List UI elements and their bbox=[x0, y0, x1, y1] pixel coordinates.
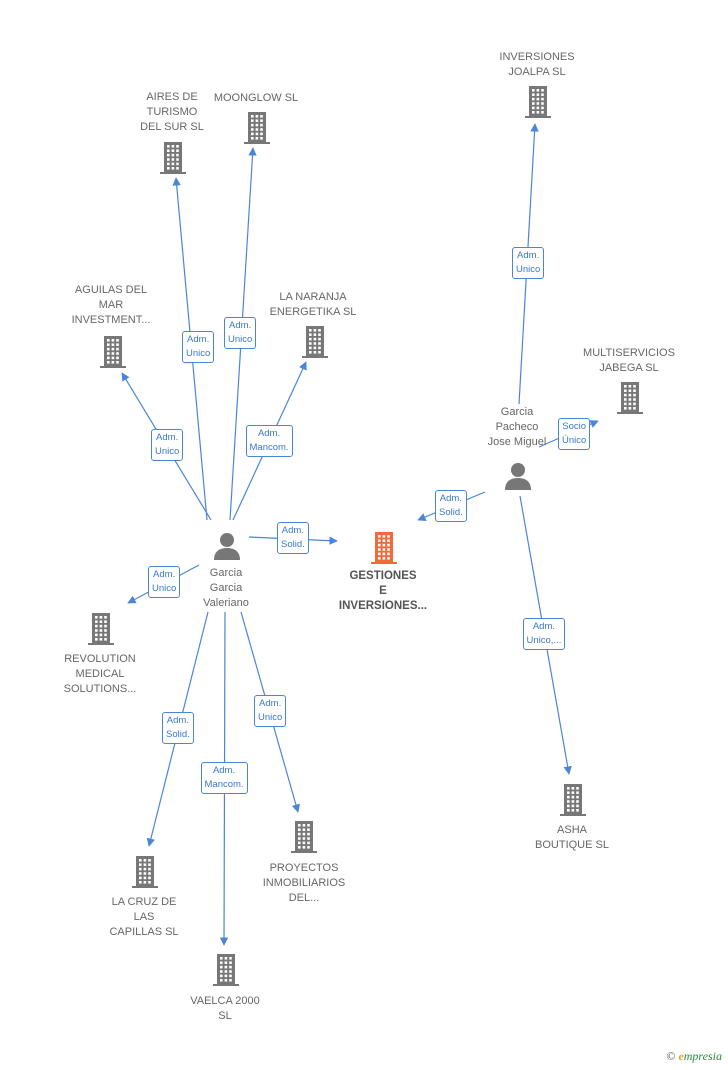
person-label-garcia_pacheco: Garcia Pacheco Jose Miguel bbox=[487, 406, 547, 448]
company-node-revolution[interactable] bbox=[85, 612, 117, 646]
relation-badge-garcia_garcia-naranja[interactable]: Adm. Mancom. bbox=[245, 425, 293, 457]
company-label-asha: ASHA BOUTIQUE SL bbox=[535, 824, 609, 851]
company-label-multiservicios: MULTISERVICIOS JABEGA SL bbox=[583, 347, 675, 374]
relation-badge-garcia_garcia-aires[interactable]: Adm. Unico bbox=[182, 331, 215, 363]
relation-badge-garcia_garcia-revolution[interactable]: Adm. Unico bbox=[148, 566, 181, 598]
company-label-proyectos: PROYECTOS INMOBILIARIOS DEL... bbox=[262, 862, 346, 904]
relation-badge-garcia_garcia-aguilas[interactable]: Adm. Unico bbox=[151, 429, 184, 461]
relation-badge-garcia_pacheco-gestiones[interactable]: Adm. Solid. bbox=[435, 490, 467, 522]
relation-badge-garcia_garcia-proyectos[interactable]: Adm. Unico bbox=[254, 695, 287, 727]
company-label-aguilas: AGUILAS DEL MAR INVESTMENT... bbox=[71, 284, 151, 326]
relation-badge-garcia_pacheco-multiservicios[interactable]: Socio Único bbox=[558, 418, 591, 450]
company-node-aguilas[interactable] bbox=[97, 335, 129, 369]
person-node-garcia_garcia[interactable] bbox=[212, 531, 242, 561]
company-node-proyectos[interactable] bbox=[288, 820, 320, 854]
relation-badge-garcia_pacheco-asha[interactable]: Adm. Unico,... bbox=[522, 618, 566, 650]
building-icon bbox=[557, 784, 589, 821]
building-icon bbox=[614, 382, 646, 419]
relation-badge-garcia_pacheco-inversiones_joalpa[interactable]: Adm. Unico bbox=[512, 247, 545, 279]
company-label-lacruz: LA CRUZ DE LAS CAPILLAS SL bbox=[109, 896, 179, 938]
company-label-revolution: REVOLUTION MEDICAL SOLUTIONS... bbox=[63, 653, 137, 695]
company-node-naranja[interactable] bbox=[299, 325, 331, 359]
company-node-asha[interactable] bbox=[557, 783, 589, 817]
building-icon bbox=[299, 326, 331, 363]
company-node-aires[interactable] bbox=[157, 141, 189, 175]
company-label-moonglow: MOONGLOW SL bbox=[213, 92, 299, 104]
building-icon bbox=[368, 532, 400, 569]
company-node-moonglow[interactable] bbox=[241, 111, 273, 145]
building-icon bbox=[85, 613, 117, 650]
brand-name: empresia bbox=[678, 1049, 722, 1063]
building-icon bbox=[157, 142, 189, 179]
relation-badge-garcia_garcia-lacruz[interactable]: Adm. Solid. bbox=[162, 712, 194, 744]
person-node-garcia_pacheco[interactable] bbox=[503, 461, 533, 491]
company-label-naranja: LA NARANJA ENERGETIKA SL bbox=[269, 291, 357, 318]
building-icon bbox=[129, 856, 161, 893]
person-label-garcia_garcia: Garcia Garcia Valeriano bbox=[203, 567, 249, 609]
relation-badge-garcia_garcia-moonglow[interactable]: Adm. Unico bbox=[224, 317, 257, 349]
company-node-gestiones[interactable] bbox=[368, 531, 400, 565]
company-node-inversiones_joalpa[interactable] bbox=[522, 85, 554, 119]
company-node-vaelca[interactable] bbox=[210, 953, 242, 987]
company-label-inversiones_joalpa: INVERSIONES JOALPA SL bbox=[499, 51, 575, 78]
building-icon bbox=[241, 112, 273, 149]
building-icon bbox=[522, 86, 554, 123]
company-label-gestiones: GESTIONES E INVERSIONES... bbox=[338, 570, 428, 612]
company-node-lacruz[interactable] bbox=[129, 855, 161, 889]
company-label-vaelca: VAELCA 2000 SL bbox=[190, 995, 260, 1022]
relation-badge-garcia_garcia-vaelca[interactable]: Adm. Mancom. bbox=[200, 762, 248, 794]
copyright-symbol: © bbox=[666, 1049, 676, 1063]
relation-badge-garcia_garcia-gestiones[interactable]: Adm. Solid. bbox=[277, 522, 309, 554]
person-icon bbox=[503, 463, 533, 495]
company-label-aires: AIRES DE TURISMO DEL SUR SL bbox=[140, 91, 204, 133]
company-node-multiservicios[interactable] bbox=[614, 381, 646, 415]
footer-brand: © empresia bbox=[666, 1049, 722, 1064]
building-icon bbox=[97, 336, 129, 373]
building-icon bbox=[288, 821, 320, 858]
person-icon bbox=[212, 533, 242, 565]
building-icon bbox=[210, 954, 242, 991]
